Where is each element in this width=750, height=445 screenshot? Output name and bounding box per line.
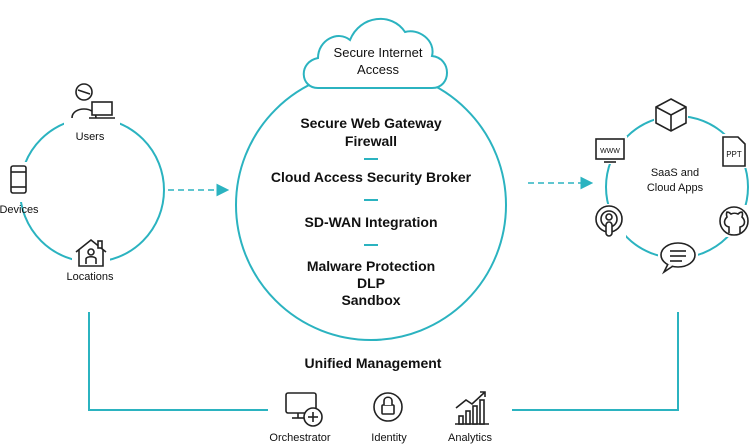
cloud-shape	[302, 17, 448, 89]
github-icon	[718, 205, 750, 237]
cloud-title-line2: Access	[357, 62, 399, 77]
saas-label-line1: SaaS and	[651, 167, 699, 179]
www-icon: WWW	[593, 136, 627, 164]
users-label: Users	[76, 131, 105, 143]
ppt-file-icon: PPT	[720, 134, 748, 168]
ppt-text: PPT	[726, 150, 742, 159]
orchestrator-label: Orchestrator	[269, 432, 330, 444]
cloud-title-line1: Secure Internet	[334, 45, 423, 60]
locations-label: Locations	[66, 271, 114, 283]
podcast-icon	[592, 204, 626, 240]
bottom-connector-left	[88, 312, 268, 411]
saas-label-line2: Cloud Apps	[647, 182, 704, 194]
box-icon	[654, 96, 688, 132]
lock-icon	[370, 390, 406, 424]
analytics-label: Analytics	[448, 432, 493, 444]
malware-label: Malware Protection	[307, 258, 435, 274]
devices-label: Devices	[0, 204, 39, 216]
orchestrator-icon	[282, 390, 326, 428]
bottom-connector-right	[512, 312, 679, 411]
www-text: WWW	[600, 148, 620, 155]
analytics-chart-icon	[452, 388, 492, 426]
dlp-label: DLP	[357, 275, 385, 291]
sandbox-label: Sandbox	[341, 292, 400, 308]
firewall-label: Firewall	[345, 133, 397, 149]
chat-icon	[658, 240, 698, 276]
phone-icon	[8, 162, 30, 202]
users-icon	[64, 80, 120, 126]
unified-management-title: Unified Management	[305, 355, 442, 371]
house-icon	[72, 236, 110, 268]
sdwan-label: SD-WAN Integration	[305, 214, 438, 230]
identity-label: Identity	[371, 432, 407, 444]
casb-label: Cloud Access Security Broker	[271, 169, 472, 185]
swg-label: Secure Web Gateway	[300, 115, 442, 131]
